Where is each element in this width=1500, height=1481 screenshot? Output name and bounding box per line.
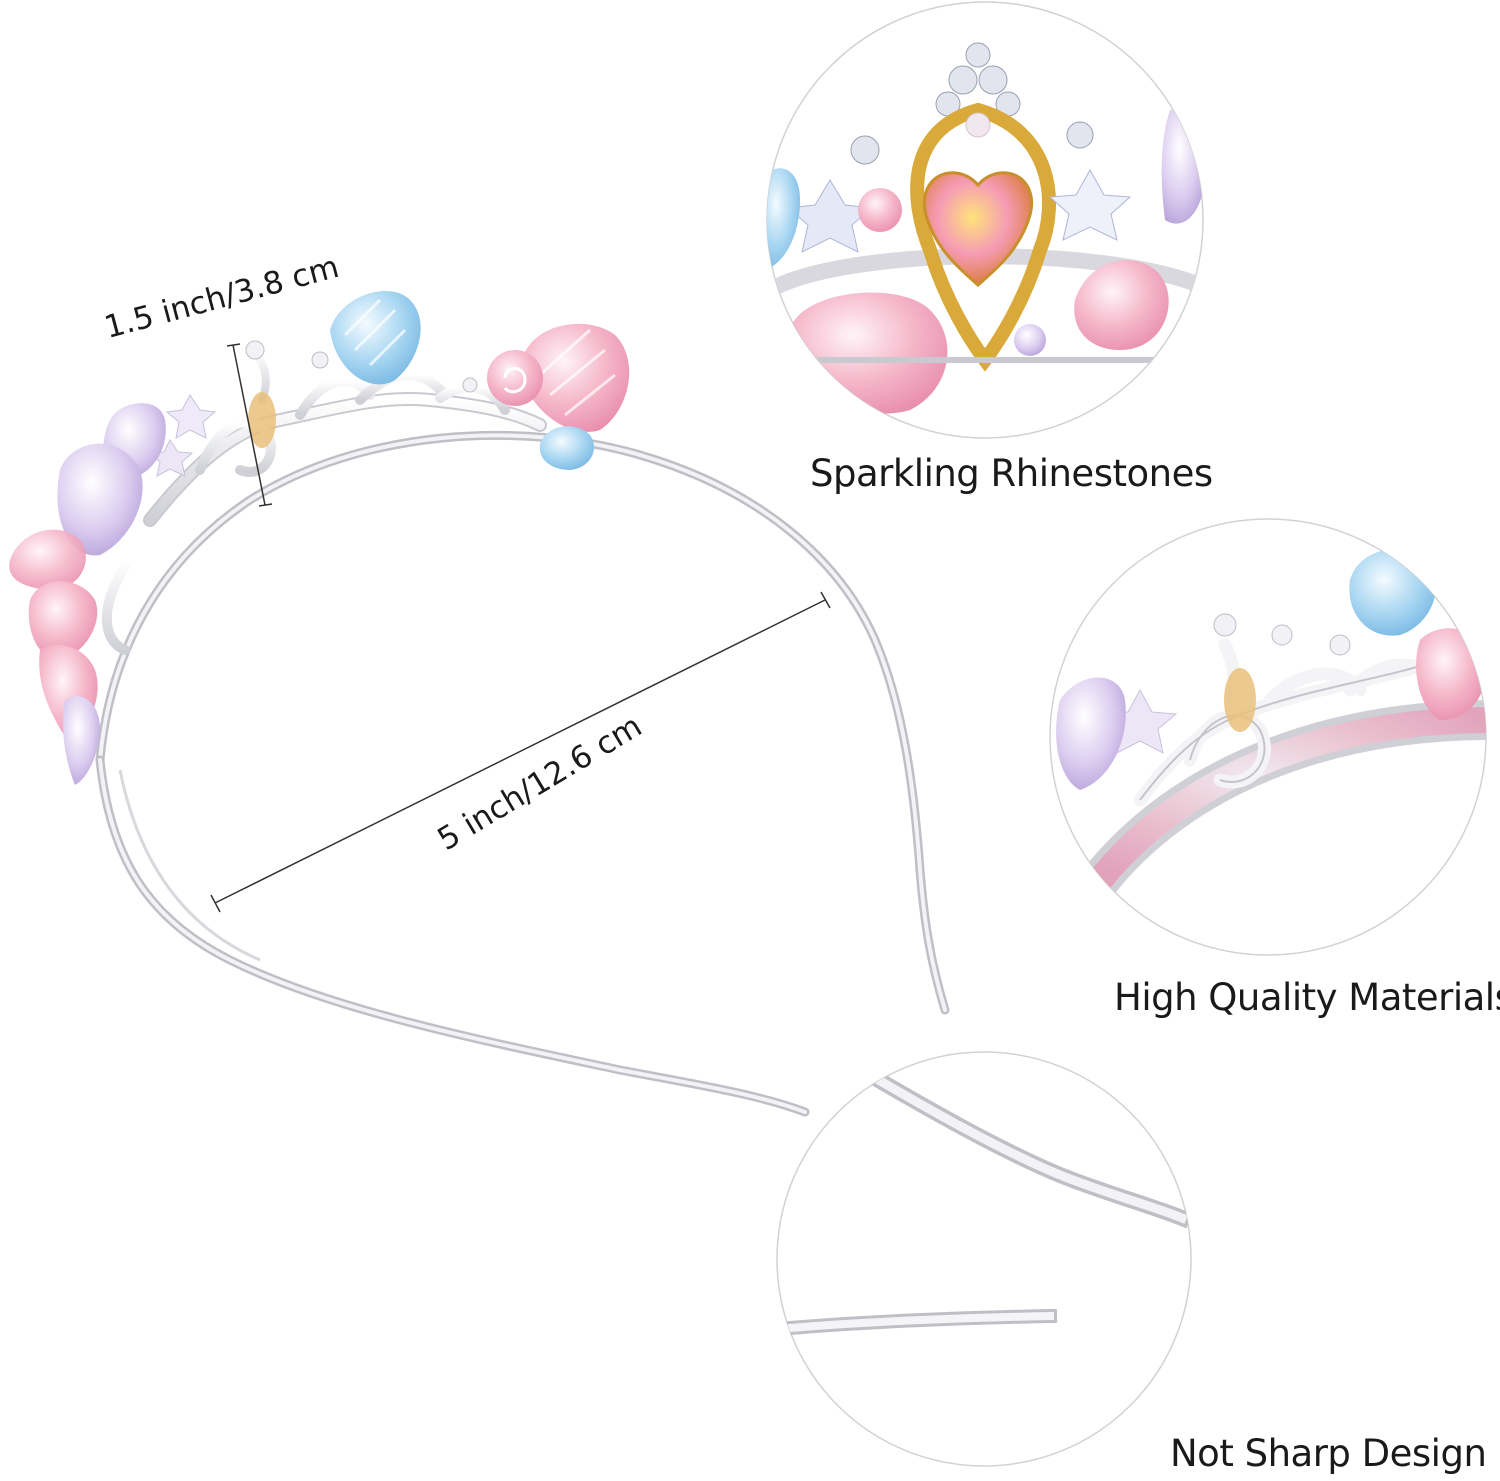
detail-circle-tips xyxy=(776,1051,1192,1467)
feature-caption-rhinestones: Sparkling Rhinestones xyxy=(810,452,1213,495)
shell-ornaments xyxy=(9,291,630,785)
detail-circle-materials xyxy=(1049,518,1487,956)
feature-caption-materials: High Quality Materials xyxy=(1114,976,1500,1019)
crown-filigree xyxy=(101,346,547,655)
feature-caption-not-sharp: Not Sharp Design xyxy=(1170,1432,1487,1475)
headband-main xyxy=(9,291,950,1117)
detail-circle-rhinestones xyxy=(766,1,1204,439)
dimension-lines xyxy=(210,343,831,913)
